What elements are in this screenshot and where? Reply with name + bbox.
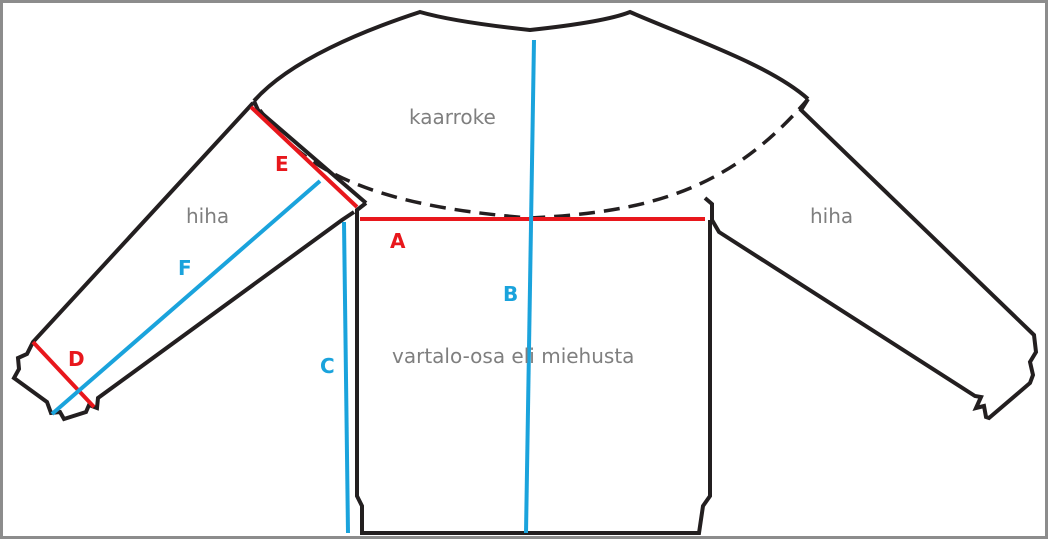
measure-label-c: C xyxy=(320,354,335,378)
measure-line-d xyxy=(31,340,96,409)
right-sleeve-outline xyxy=(703,97,1039,421)
measure-line-c xyxy=(342,221,350,534)
measure-label-d: D xyxy=(68,347,85,371)
measure-label-f: F xyxy=(178,256,192,280)
measure-label-a: A xyxy=(390,229,406,253)
neckline xyxy=(252,9,810,103)
measure-line-e xyxy=(249,105,359,209)
sweater-outline xyxy=(11,9,1039,535)
yoke-label: kaarroke xyxy=(409,105,496,129)
body-label: vartalo-osa eli miehusta xyxy=(392,344,634,368)
left-sleeve-label: hiha xyxy=(186,204,229,228)
measure-line-f xyxy=(50,179,322,416)
measure-label-b: B xyxy=(503,282,518,306)
body-outline xyxy=(355,201,712,535)
measure-line-b xyxy=(524,39,536,534)
measure-label-e: E xyxy=(275,152,289,176)
right-sleeve-label: hiha xyxy=(810,204,853,228)
